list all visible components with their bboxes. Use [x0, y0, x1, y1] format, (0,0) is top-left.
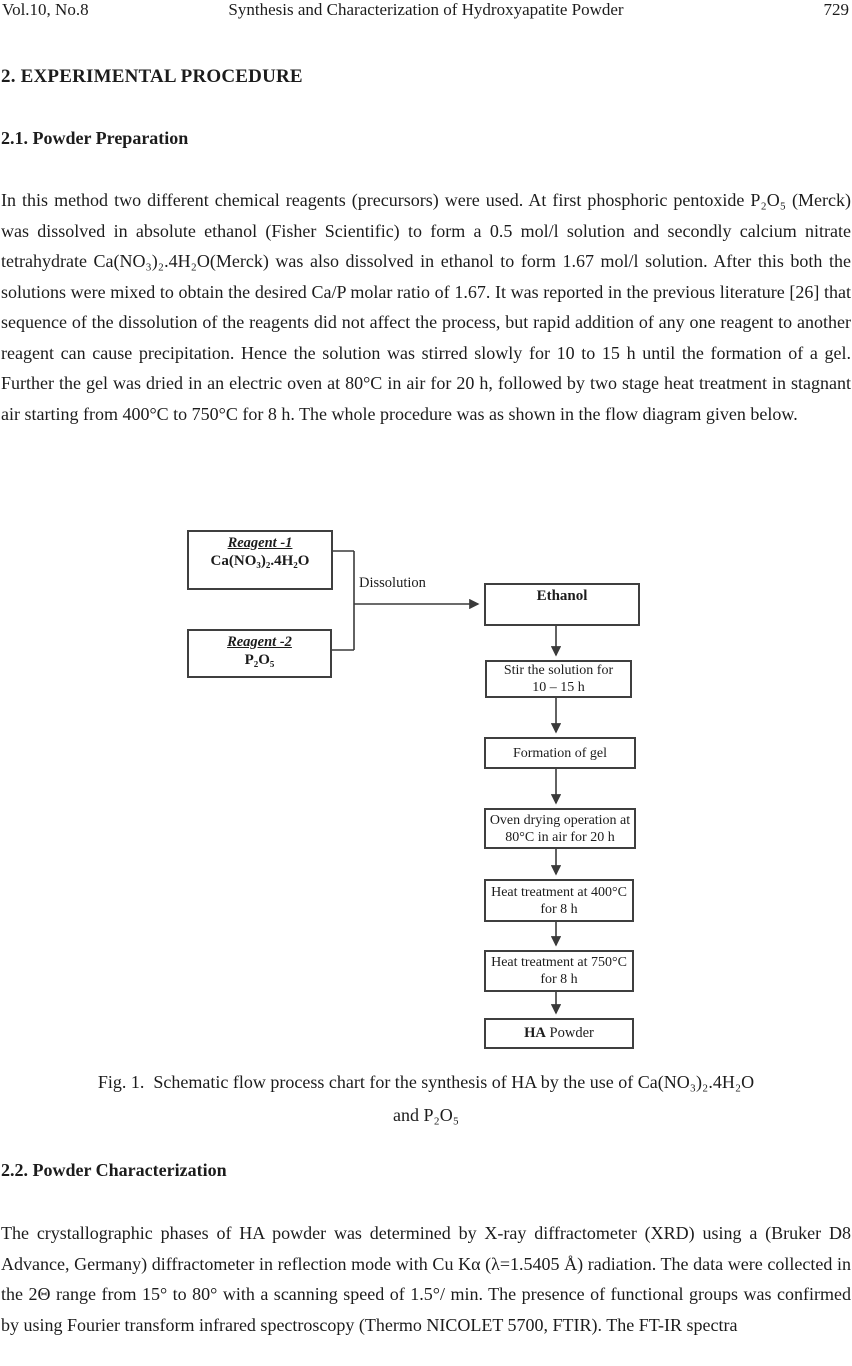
page-number: 729: [823, 0, 850, 19]
subsection-heading-powder-preparation: 2.1. Powder Preparation: [1, 128, 189, 148]
reagent-2-title: Reagent -2: [227, 634, 292, 650]
formation-label: Formation of gel: [512, 745, 608, 761]
running-title: Synthesis and Characterization of Hydrox…: [228, 0, 624, 19]
dissolution-label: Dissolution: [359, 575, 426, 591]
node-ethanol: Ethanol: [484, 583, 640, 626]
paragraph-powder-preparation: In this method two different chemical re…: [1, 190, 851, 424]
node-stir-solution: Stir the solution for 10 – 15 h: [485, 660, 632, 698]
reagent-2-formula: P₂O₅: [244, 652, 275, 668]
heat400-line-1: Heat treatment at 400°C: [491, 884, 627, 900]
node-heat-treatment-750: Heat treatment at 750°C for 8 h: [484, 950, 634, 992]
figure-caption-line-1: Fig. 1. Schematic flow process chart for…: [97, 1072, 755, 1092]
flow-connectors: [332, 550, 562, 1015]
node-oven-drying: Oven drying operation at 80°C in air for…: [484, 808, 636, 849]
heat750-line-2: for 8 h: [540, 972, 578, 987]
reagent-1-formula: Ca(NO₃)₂.4H₂O: [210, 553, 310, 569]
ha-powder-label: HA Powder: [524, 1025, 594, 1042]
ha-powder-bold: HA: [524, 1025, 546, 1041]
page-header: Vol.10, No.8 Synthesis and Characterizat…: [1, 0, 851, 22]
figure-caption: Fig. 1. Schematic flow process chart for…: [1, 1066, 851, 1132]
oven-line-2: 80°C in air for 20 h: [505, 829, 615, 845]
heat750-line-1: Heat treatment at 750°C: [491, 955, 627, 970]
figure-caption-line-2: and P₂O₅: [392, 1105, 460, 1125]
paragraph-powder-characterization: The crystallographic phases of HA powder…: [1, 1223, 851, 1335]
flow-diagram: Dissolution Reagent -1 Ca(NO₃)₂.4H₂O Rea…: [0, 515, 852, 1065]
stir-line-1: Stir the solution for: [503, 663, 614, 678]
heat400-line-2: for 8 h: [540, 901, 578, 917]
oven-line-1: Oven drying operation at: [489, 812, 631, 828]
reagent-1-title: Reagent -1: [227, 535, 293, 551]
node-formation-of-gel: Formation of gel: [484, 737, 636, 769]
node-reagent-1: Reagent -1 Ca(NO₃)₂.4H₂O: [187, 530, 333, 590]
ethanol-label: Ethanol: [536, 588, 588, 604]
node-reagent-2: Reagent -2 P₂O₅: [187, 629, 332, 678]
section-heading-experimental-procedure: 2. EXPERIMENTAL PROCEDURE: [1, 66, 303, 87]
stir-line-2: 10 – 15 h: [532, 680, 585, 695]
subsection-heading-powder-characterization: 2.2. Powder Characterization: [1, 1160, 227, 1180]
node-ha-powder: HA Powder: [484, 1018, 634, 1049]
node-heat-treatment-400: Heat treatment at 400°C for 8 h: [484, 879, 634, 922]
journal-volume: Vol.10, No.8: [2, 0, 89, 19]
ha-powder-rest: Powder: [545, 1025, 594, 1041]
